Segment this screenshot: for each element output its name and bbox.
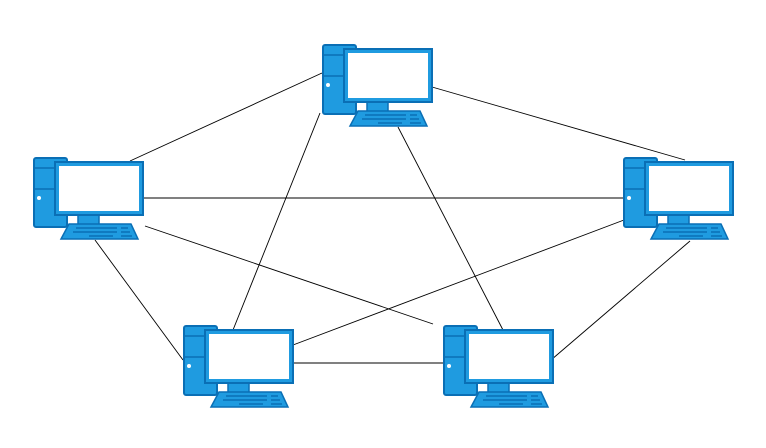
pc-right-desktop-computer-icon xyxy=(623,157,734,240)
links xyxy=(94,72,691,364)
pc-bottom-right-desktop-computer-icon xyxy=(443,325,554,408)
link-pc-top-pc-right xyxy=(431,86,686,161)
link-pc-top-pc-bottom-right xyxy=(397,126,504,331)
link-pc-top-pc-left xyxy=(129,72,323,162)
pc-top-desktop-computer-icon xyxy=(322,44,433,127)
link-pc-right-pc-bottom-right xyxy=(550,240,691,361)
link-pc-top-pc-bottom-left xyxy=(232,112,321,331)
pc-left-desktop-computer-icon xyxy=(33,157,144,240)
nodes xyxy=(33,44,734,408)
link-pc-right-pc-bottom-left xyxy=(292,219,625,346)
pc-bottom-left-desktop-computer-icon xyxy=(183,325,294,408)
link-pc-left-pc-bottom-right xyxy=(144,225,434,325)
link-pc-left-pc-bottom-left xyxy=(94,239,184,361)
